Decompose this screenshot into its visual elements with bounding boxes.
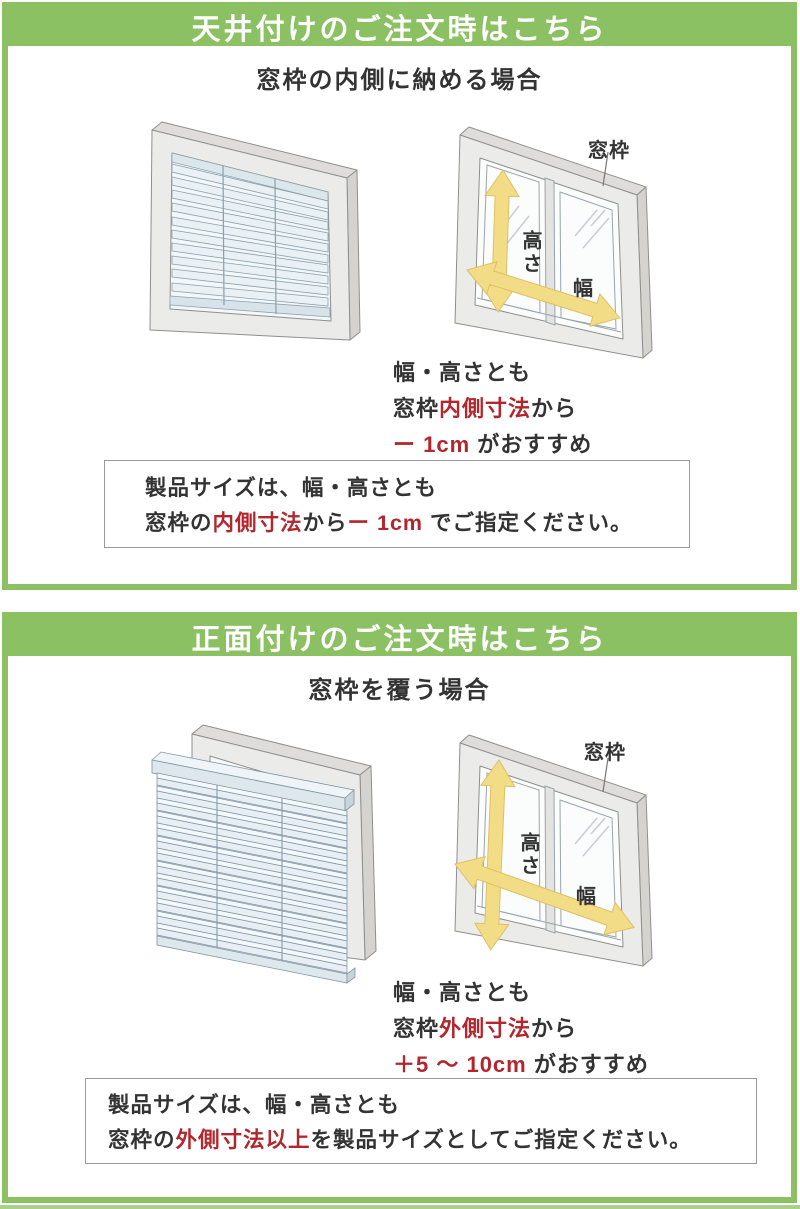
- measure-advice-line1: 幅・高さとも: [393, 360, 532, 385]
- inside-fit-title: 窓枠の内側に納める場合: [256, 67, 543, 94]
- cover-frame-title: 窓枠を覆う場合: [308, 677, 491, 704]
- height-arrow-icon: [473, 759, 516, 951]
- width-label: 幅: [576, 886, 597, 908]
- order-note-box: 製品サイズは、幅・高さとも 窓枠の内側寸法からー 1cm でご指定ください。: [104, 460, 690, 548]
- frame-pointer-line: [602, 151, 609, 187]
- window-frame-label: 窓枠: [588, 140, 630, 162]
- order-note-line1: 製品サイズは、幅・高さとも: [145, 476, 437, 500]
- front-mount-header[interactable]: 正面付けのご注文時はこちら: [8, 618, 791, 656]
- order-note-box: 製品サイズは、幅・高さとも 窓枠の外側寸法以上を製品サイズとしてご指定ください。: [85, 1078, 757, 1164]
- height-label: 高さ: [519, 230, 541, 276]
- order-note-line1: 製品サイズは、幅・高さとも: [108, 1093, 400, 1117]
- width-label: 幅: [573, 278, 594, 300]
- measure-advice: 幅・高さとも 窓枠外側寸法から ＋5 〜 10cm がおすすめ: [393, 975, 649, 1083]
- order-note-line2: 窓枠の外側寸法以上を製品サイズとしてご指定ください。: [108, 1128, 692, 1152]
- measure-advice-line3: ー 1cm がおすすめ: [393, 432, 593, 457]
- order-note-line2: 窓枠の内側寸法からー 1cm でご指定ください。: [145, 511, 633, 535]
- ceiling-mount-section: 天井付けのご注文時はこちら 窓枠の内側に納める場合: [2, 2, 797, 590]
- window-outer-measure-illustration: [454, 734, 653, 967]
- measure-advice-line1: 幅・高さとも: [393, 980, 532, 1005]
- blinds-inside-frame-illustration: [149, 121, 361, 341]
- front-mount-section: 正面付けのご注文時はこちら 窓枠を覆う場合: [2, 612, 797, 1203]
- height-label: 高さ: [517, 832, 539, 878]
- measure-advice: 幅・高さとも 窓枠内側寸法から ー 1cm がおすすめ: [393, 355, 592, 463]
- window-inner-measure-illustration: [454, 126, 653, 359]
- measure-advice-line2: 窓枠外側寸法から: [393, 1016, 578, 1041]
- measure-advice-line2: 窓枠内側寸法から: [393, 396, 578, 421]
- cropped-next-section-edge: [0, 1205, 800, 1209]
- width-arrow-icon: [454, 855, 635, 936]
- ceiling-mount-header[interactable]: 天井付けのご注文時はこちら: [8, 8, 791, 46]
- frame-pointer-line: [602, 757, 609, 793]
- height-arrow-icon: [481, 169, 520, 313]
- window-frame-label: 窓枠: [584, 742, 626, 764]
- width-arrow-icon: [466, 260, 621, 328]
- measure-advice-line3: ＋5 〜 10cm がおすすめ: [393, 1052, 649, 1077]
- blinds-covering-frame-illustration: [151, 724, 377, 984]
